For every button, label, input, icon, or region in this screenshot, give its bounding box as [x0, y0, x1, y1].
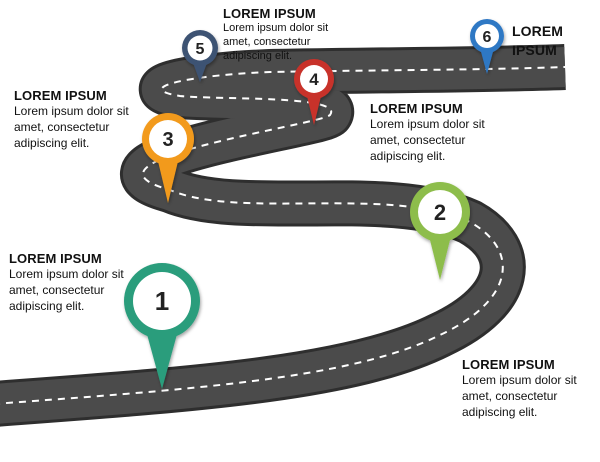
- milestone-1-text: Lorem ipsum dolor sit amet, consectetur …: [9, 267, 124, 313]
- pin-6-number: 6: [483, 29, 492, 46]
- milestone-pin-2: 2: [410, 182, 470, 280]
- pin-2-number: 2: [434, 200, 446, 225]
- milestone-1-label: LOREM IPSUM Lorem ipsum dolor sit amet, …: [9, 251, 139, 314]
- milestone-5-title: LOREM IPSUM: [223, 6, 316, 21]
- pin-3-pointer: [157, 157, 179, 203]
- pin-6-pointer: [480, 48, 494, 74]
- pin-3-number: 3: [162, 129, 173, 151]
- milestone-3-text: Lorem ipsum dolor sit amet, consectetur …: [14, 104, 129, 150]
- pin-2-pointer: [428, 232, 452, 280]
- milestone-pin-1: 1: [124, 263, 200, 389]
- milestone-3-label: LOREM IPSUM Lorem ipsum dolor sit amet, …: [14, 88, 144, 151]
- pin-1-pointer: [145, 327, 179, 389]
- milestone-1-title: LOREM IPSUM: [9, 251, 102, 266]
- pin-1-number: 1: [155, 286, 169, 316]
- milestone-pin-6: 6: [470, 19, 504, 74]
- milestone-4-label: LOREM IPSUM Lorem ipsum dolor sit amet, …: [370, 101, 500, 164]
- pin-4-pointer: [306, 92, 322, 125]
- milestone-4-text: Lorem ipsum dolor sit amet, consectetur …: [370, 117, 485, 163]
- milestone-2-text: Lorem ipsum dolor sit amet, consectetur …: [462, 373, 577, 419]
- lane-dashed-line: [0, 66, 566, 405]
- pin-5-number: 5: [196, 41, 205, 58]
- milestone-pin-3: 3: [142, 113, 194, 203]
- milestone-4-title: LOREM IPSUM: [370, 101, 463, 116]
- milestone-2-title: LOREM IPSUM: [462, 357, 555, 372]
- milestone-6-label: LOREM IPSUM: [512, 22, 572, 60]
- milestone-pin-4: 4: [294, 59, 334, 125]
- milestone-2-label: LOREM IPSUM Lorem ipsum dolor sit amet, …: [462, 357, 592, 420]
- milestone-5-text: Lorem ipsum dolor sit amet, consectetur …: [223, 22, 329, 62]
- pin-4-number: 4: [309, 70, 319, 89]
- winding-road: [0, 44, 566, 427]
- milestone-3-title: LOREM IPSUM: [14, 88, 107, 103]
- milestone-6-title: LOREM IPSUM: [512, 23, 564, 58]
- milestone-5-label: LOREM IPSUM Lorem ipsum dolor sit amet, …: [223, 6, 343, 63]
- milestone-pin-5: 5: [182, 30, 218, 82]
